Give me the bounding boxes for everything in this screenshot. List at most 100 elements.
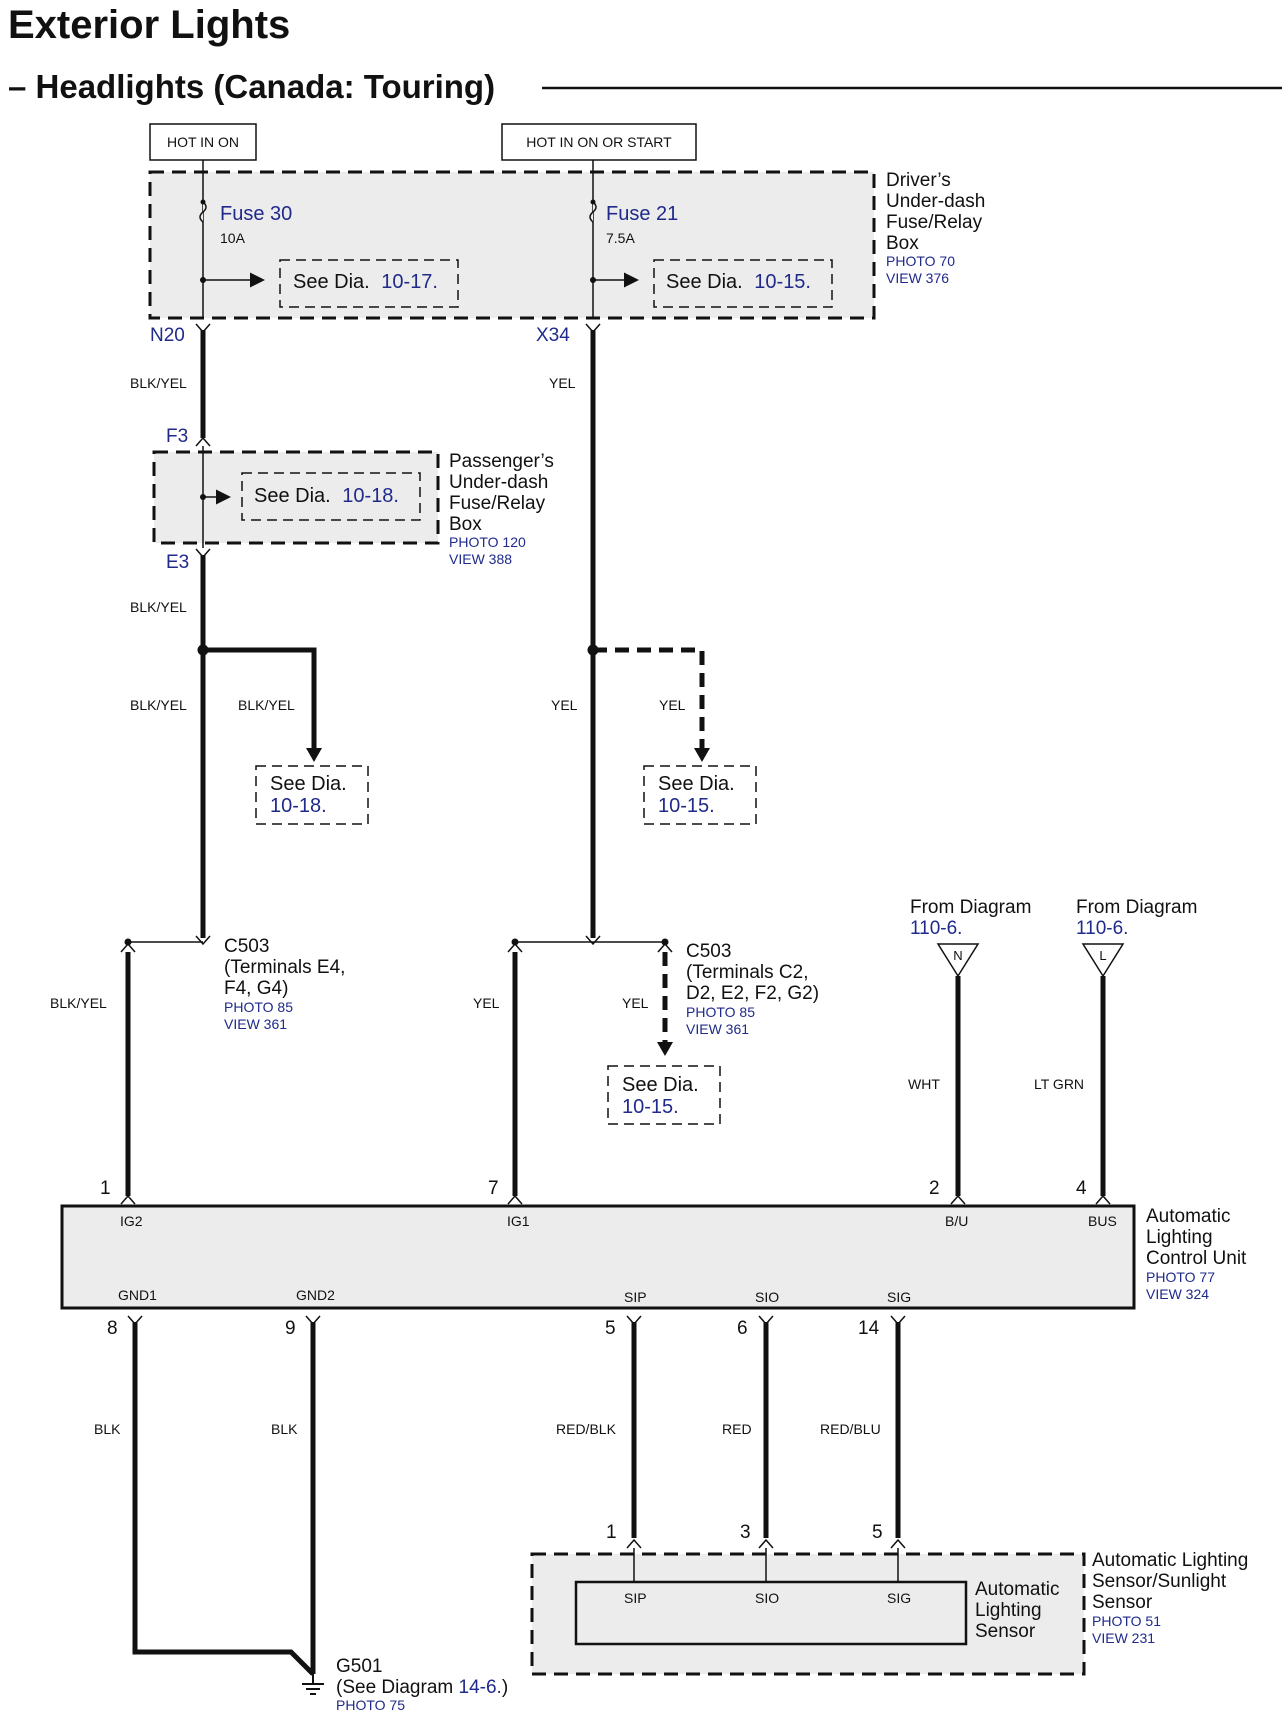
hot-in-on-or-start-label: HOT IN ON OR START <box>526 134 672 150</box>
passenger-ref-box <box>241 472 421 521</box>
c503-right-line-2: (Terminals C2, <box>686 962 808 983</box>
sensor-pin-sio: SIO <box>755 1590 779 1606</box>
sensor-inner-name-1: Automatic <box>975 1579 1059 1600</box>
cu-pin-14-num: 14 <box>858 1318 880 1339</box>
sensor-pin-1-num: 1 <box>606 1522 617 1543</box>
from-diagram-n-letter: N <box>953 948 962 963</box>
c503-left-photo[interactable]: PHOTO 85 <box>224 999 293 1015</box>
cu-pin-4-num: 4 <box>1076 1178 1087 1199</box>
cu-pin-6-num: 6 <box>737 1318 748 1339</box>
passengers-box-name-4: Box <box>449 514 482 535</box>
fuse30-symbol <box>199 201 207 223</box>
cu-pin-bus: BUS <box>1088 1213 1117 1229</box>
hot-in-on-label: HOT IN ON <box>167 134 239 150</box>
fuse30-name: Fuse 30 <box>220 203 292 225</box>
wire-label-bu: WHT <box>908 1076 940 1092</box>
wire-label-sip: RED/BLK <box>556 1421 617 1437</box>
automatic-lighting-sensor <box>574 1580 968 1646</box>
drivers-box-name-3: Fuse/Relay <box>886 212 983 233</box>
drivers-box-view[interactable]: VIEW 376 <box>886 270 949 286</box>
control-unit-name-3: Control Unit <box>1146 1248 1247 1269</box>
ground-name: G501 <box>336 1656 382 1677</box>
from-diagram-n-dia[interactable]: 110-6. <box>910 918 962 939</box>
drivers-box-name-1: Driver’s <box>886 170 951 191</box>
sensor-pin-sip: SIP <box>624 1590 647 1606</box>
sensor-photo[interactable]: PHOTO 51 <box>1092 1613 1161 1629</box>
sensor-outer-name-3: Sensor <box>1092 1592 1153 1613</box>
drivers-box-photo[interactable]: PHOTO 70 <box>886 253 955 269</box>
c503-right-ref-dia[interactable]: 10-15. <box>622 1096 679 1118</box>
cu-pin-gnd2: GND2 <box>296 1287 335 1303</box>
cu-pin-ig2: IG2 <box>120 1213 143 1229</box>
wire-gnd1 <box>132 1322 315 1676</box>
page-subtitle: – Headlights (Canada: Touring) <box>8 68 495 105</box>
control-unit-view[interactable]: VIEW 324 <box>1146 1286 1209 1302</box>
cu-pin-2-num: 2 <box>929 1178 940 1199</box>
branch-ref-left-dia[interactable]: 10-18. <box>270 795 327 817</box>
cu-pin-gnd1: GND1 <box>118 1287 157 1303</box>
svg-text:(See Diagram 14-6.): (See Diagram 14-6.) <box>336 1677 508 1698</box>
cu-pin-5-num: 5 <box>605 1318 616 1339</box>
ground-photo[interactable]: PHOTO 75 <box>336 1697 405 1713</box>
pin-n20: N20 <box>150 325 185 346</box>
cu-pin-ig1: IG1 <box>507 1213 530 1229</box>
from-diagram-n-label: From Diagram <box>910 897 1031 918</box>
cu-pin-9-num: 9 <box>285 1318 296 1339</box>
svg-text:See Dia. 10-18.: See Dia. 10-18. <box>254 485 399 507</box>
branch-label-right: YEL <box>659 697 686 713</box>
from-diagram-n-flag <box>936 943 980 978</box>
cu-pin-8-num: 8 <box>107 1318 118 1339</box>
sensor-pin-3-num: 3 <box>740 1522 751 1543</box>
c503-right-ref-see: See Dia. <box>622 1074 699 1096</box>
branch-ref-right-dia[interactable]: 10-15. <box>658 795 715 817</box>
ground-see: (See Diagram <box>336 1677 459 1698</box>
fuse21-name: Fuse 21 <box>606 203 678 225</box>
c503-left-view[interactable]: VIEW 361 <box>224 1016 287 1032</box>
fuse21-ref-dia[interactable]: 10-15. <box>754 271 811 293</box>
passengers-box-photo[interactable]: PHOTO 120 <box>449 534 526 550</box>
fuse30-ref-dia[interactable]: 10-17. <box>381 271 438 293</box>
wire-label-sio: RED <box>722 1421 752 1437</box>
control-unit <box>60 1204 1136 1310</box>
branch-wire-left <box>203 647 317 750</box>
wire-label-gnd2: BLK <box>271 1421 298 1437</box>
c503-right-view[interactable]: VIEW 361 <box>686 1021 749 1037</box>
fuse21-ref-see: See Dia. <box>666 271 743 293</box>
c503-right-branch-label: YEL <box>622 995 649 1011</box>
passenger-ref-see: See Dia. <box>254 485 331 507</box>
sensor-inner-name-2: Lighting <box>975 1600 1042 1621</box>
wire-label-ig1: YEL <box>473 995 500 1011</box>
passengers-box-name-2: Under-dash <box>449 472 548 493</box>
passengers-box-view[interactable]: VIEW 388 <box>449 551 512 567</box>
c503-left-line-3: F4, G4) <box>224 978 288 999</box>
drivers-box-name-2: Under-dash <box>886 191 985 212</box>
from-diagram-l-dia[interactable]: 110-6. <box>1076 918 1128 939</box>
cu-pin-1-num: 1 <box>100 1178 111 1199</box>
branch-label-left: BLK/YEL <box>238 697 295 713</box>
fuse21-ref-box <box>653 259 833 308</box>
fuse30-ref-see: See Dia. <box>293 271 370 293</box>
cu-pin-7-num: 7 <box>488 1178 499 1199</box>
wire-label-blk-yel-3: BLK/YEL <box>130 697 187 713</box>
sensor-pin-5-num: 5 <box>872 1522 883 1543</box>
sensor-outer-name-1: Automatic Lighting <box>1092 1550 1248 1571</box>
c503-right-photo[interactable]: PHOTO 85 <box>686 1004 755 1020</box>
wire-label-ig2: BLK/YEL <box>50 995 107 1011</box>
control-unit-photo[interactable]: PHOTO 77 <box>1146 1269 1215 1285</box>
wire-label-yel-2: YEL <box>551 697 578 713</box>
svg-text:See Dia. 10-17.: See Dia. 10-17. <box>293 271 438 293</box>
passenger-ref-dia[interactable]: 10-18. <box>342 485 399 507</box>
branch-ref-box-right <box>643 765 757 825</box>
wire-label-blk-yel-1: BLK/YEL <box>130 375 187 391</box>
from-diagram-l-label: From Diagram <box>1076 897 1197 918</box>
control-unit-name-2: Lighting <box>1146 1227 1213 1248</box>
ground-close: ) <box>502 1677 508 1698</box>
ground-dia[interactable]: 14-6. <box>459 1677 502 1698</box>
pin-f3: F3 <box>166 426 188 447</box>
sensor-pin-sig: SIG <box>887 1590 911 1606</box>
sensor-view[interactable]: VIEW 231 <box>1092 1630 1155 1646</box>
c503-right-line-1: C503 <box>686 941 731 962</box>
from-diagram-l-flag <box>1081 943 1125 978</box>
fuse30-rating: 10A <box>220 230 246 246</box>
